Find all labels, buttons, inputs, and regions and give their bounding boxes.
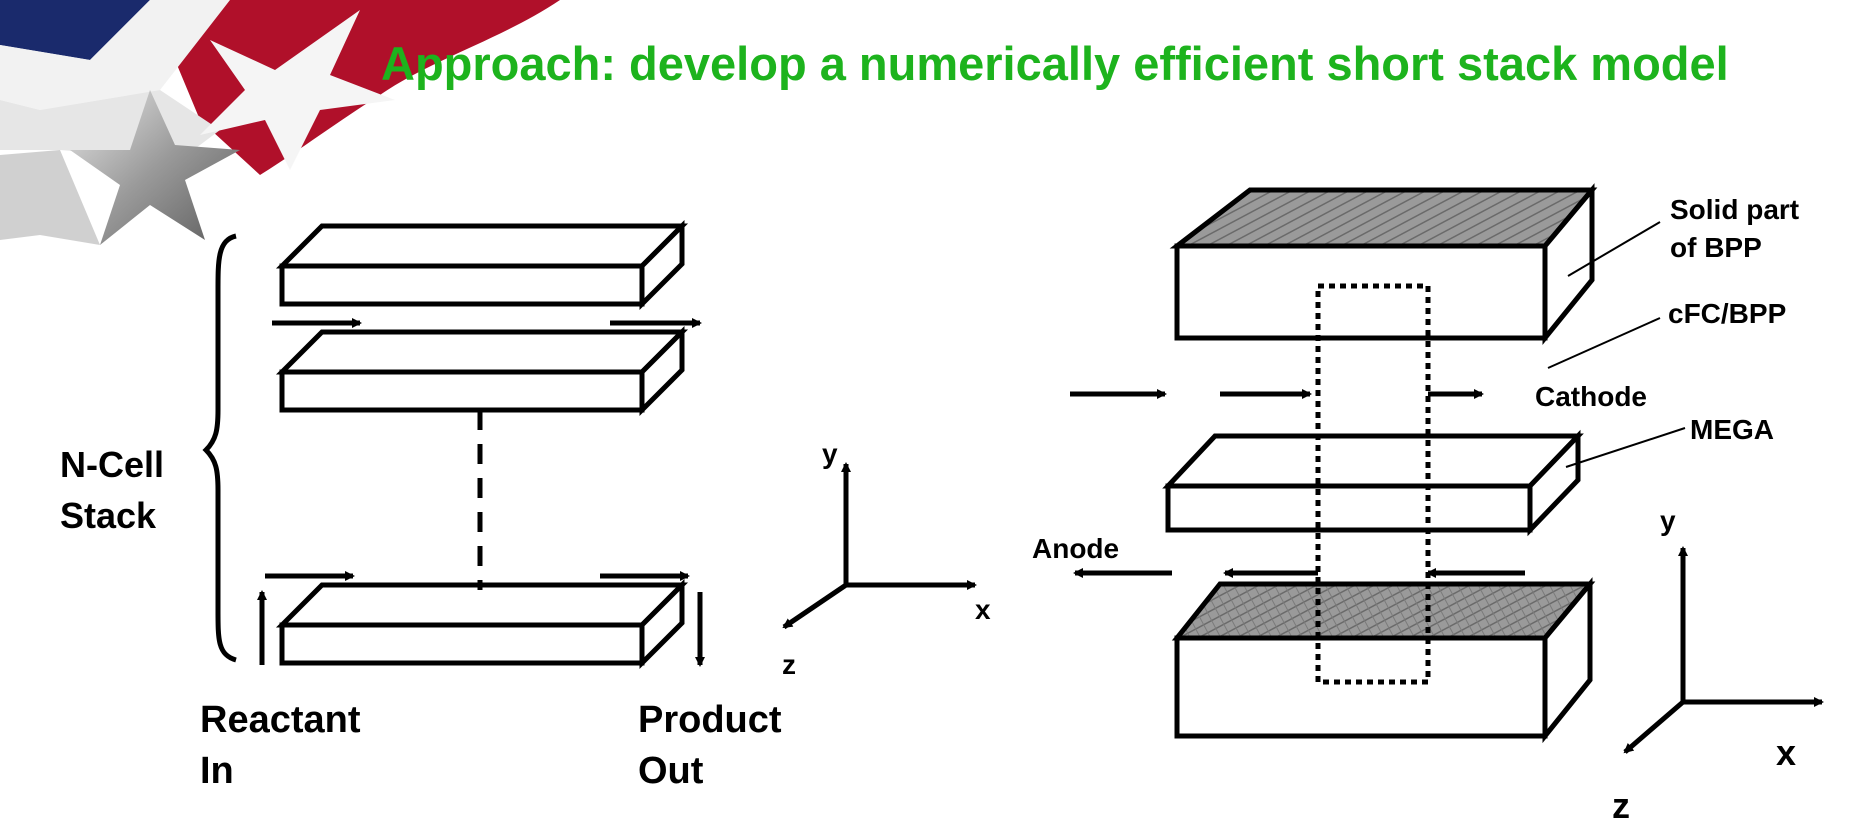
mega-label: MEGA <box>1690 414 1774 445</box>
left-diagram <box>202 219 689 670</box>
reactant-label-line2: In <box>200 750 234 792</box>
bpp-block-top <box>1169 183 1598 346</box>
cathode-label: Cathode <box>1535 381 1647 412</box>
axis-z <box>1623 700 1685 754</box>
axis-z-label: z <box>782 649 796 680</box>
logo <box>0 0 560 245</box>
cell-plate <box>275 325 689 417</box>
page-title: Approach: develop a numerically efficien… <box>381 37 1729 90</box>
reactant-label-line1: Reactant <box>200 699 361 741</box>
axis-y-label: y <box>1660 505 1676 536</box>
left-flow-arrows <box>257 318 705 667</box>
hatched-face <box>1171 581 1596 641</box>
mega-plate <box>1162 429 1584 537</box>
axis-z-label: z <box>1612 785 1630 824</box>
mega-leader <box>1565 427 1686 468</box>
right-diagram <box>1162 183 1598 744</box>
stack-label-line1: N-Cell <box>60 444 164 485</box>
hatched-face <box>1169 187 1598 249</box>
cfc-bpp-label: cFC/BPP <box>1668 298 1786 329</box>
product-label-line2: Out <box>638 750 704 792</box>
solid-bpp-leader <box>1567 221 1661 277</box>
solid-bpp-label-line2: of BPP <box>1670 232 1762 263</box>
anode-label: Anode <box>1032 533 1119 564</box>
right-flow-arrows <box>1070 389 1525 578</box>
axis-x-label: x <box>1776 732 1796 773</box>
dotted-control-volume <box>1315 283 1431 685</box>
axis-z <box>782 582 848 630</box>
leader-lines <box>1547 221 1686 468</box>
cell-plate <box>275 578 689 670</box>
axis-y-label: y <box>822 438 838 469</box>
cell-plate <box>275 219 689 311</box>
left-axes <box>782 462 977 630</box>
cfc-bpp-leader <box>1547 317 1661 369</box>
stack-brace <box>202 233 237 663</box>
stack-label-line2: Stack <box>60 495 157 536</box>
right-axes <box>1623 546 1824 754</box>
bpp-block-bottom <box>1171 577 1596 744</box>
product-label-line1: Product <box>638 699 782 741</box>
axis-x-label: x <box>975 594 991 625</box>
solid-bpp-label-line1: Solid part <box>1670 194 1799 225</box>
